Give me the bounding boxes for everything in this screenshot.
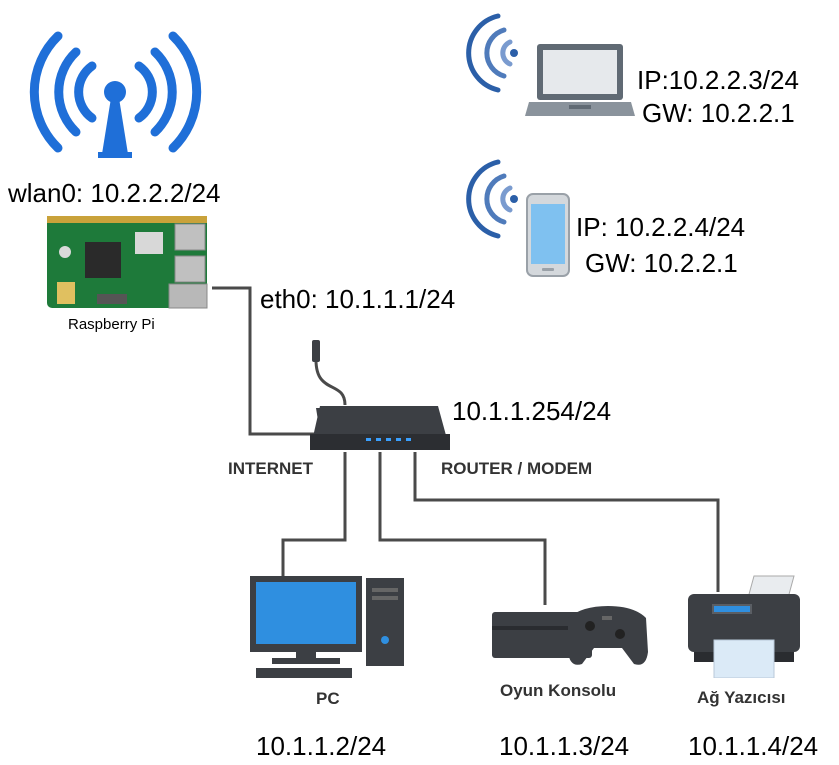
raspberry-pi-icon bbox=[47, 216, 208, 309]
console-ip-label: 10.1.1.3/24 bbox=[499, 731, 630, 761]
desktop-pc-icon bbox=[250, 576, 404, 678]
router-ip-label: 10.1.1.254/24 bbox=[452, 396, 612, 426]
laptop-icon bbox=[525, 44, 635, 116]
pc-ip-label: 10.1.1.2/24 bbox=[256, 731, 387, 761]
router-title-label: ROUTER / MODEM bbox=[441, 459, 593, 478]
raspberry-pi-label: Raspberry Pi bbox=[68, 316, 155, 333]
pc-label: PC bbox=[316, 689, 340, 708]
laptop-wifi-icon bbox=[466, 13, 518, 93]
internet-label: INTERNET bbox=[228, 459, 313, 478]
pc-cable bbox=[281, 452, 347, 580]
eth0-label: eth0: 10.1.1.1/24 bbox=[260, 284, 456, 314]
phone-gw-label: GW: 10.2.2.1 bbox=[585, 248, 738, 278]
router-power-cord bbox=[314, 359, 347, 406]
smartphone-icon bbox=[526, 193, 570, 277]
wifi-antenna-icon bbox=[29, 31, 202, 158]
wlan0-label: wlan0: 10.2.2.2/24 bbox=[8, 178, 221, 208]
laptop-gw-label: GW: 10.2.2.1 bbox=[642, 98, 795, 128]
console-label: Oyun Konsolu bbox=[500, 681, 617, 700]
printer-ip-label: 10.1.1.4/24 bbox=[688, 731, 819, 761]
console-cable bbox=[378, 452, 547, 605]
phone-wifi-icon bbox=[466, 159, 518, 239]
printer-cable bbox=[413, 452, 720, 592]
router-icon bbox=[310, 340, 450, 450]
phone-ip-label: IP: 10.2.2.4/24 bbox=[576, 212, 746, 242]
game-console-icon bbox=[492, 606, 648, 665]
laptop-ip-label: IP:10.2.2.3/24 bbox=[637, 65, 799, 95]
printer-icon bbox=[688, 575, 800, 678]
printer-label: Ağ Yazıcısı bbox=[697, 688, 786, 707]
eth0-cable bbox=[212, 286, 315, 436]
